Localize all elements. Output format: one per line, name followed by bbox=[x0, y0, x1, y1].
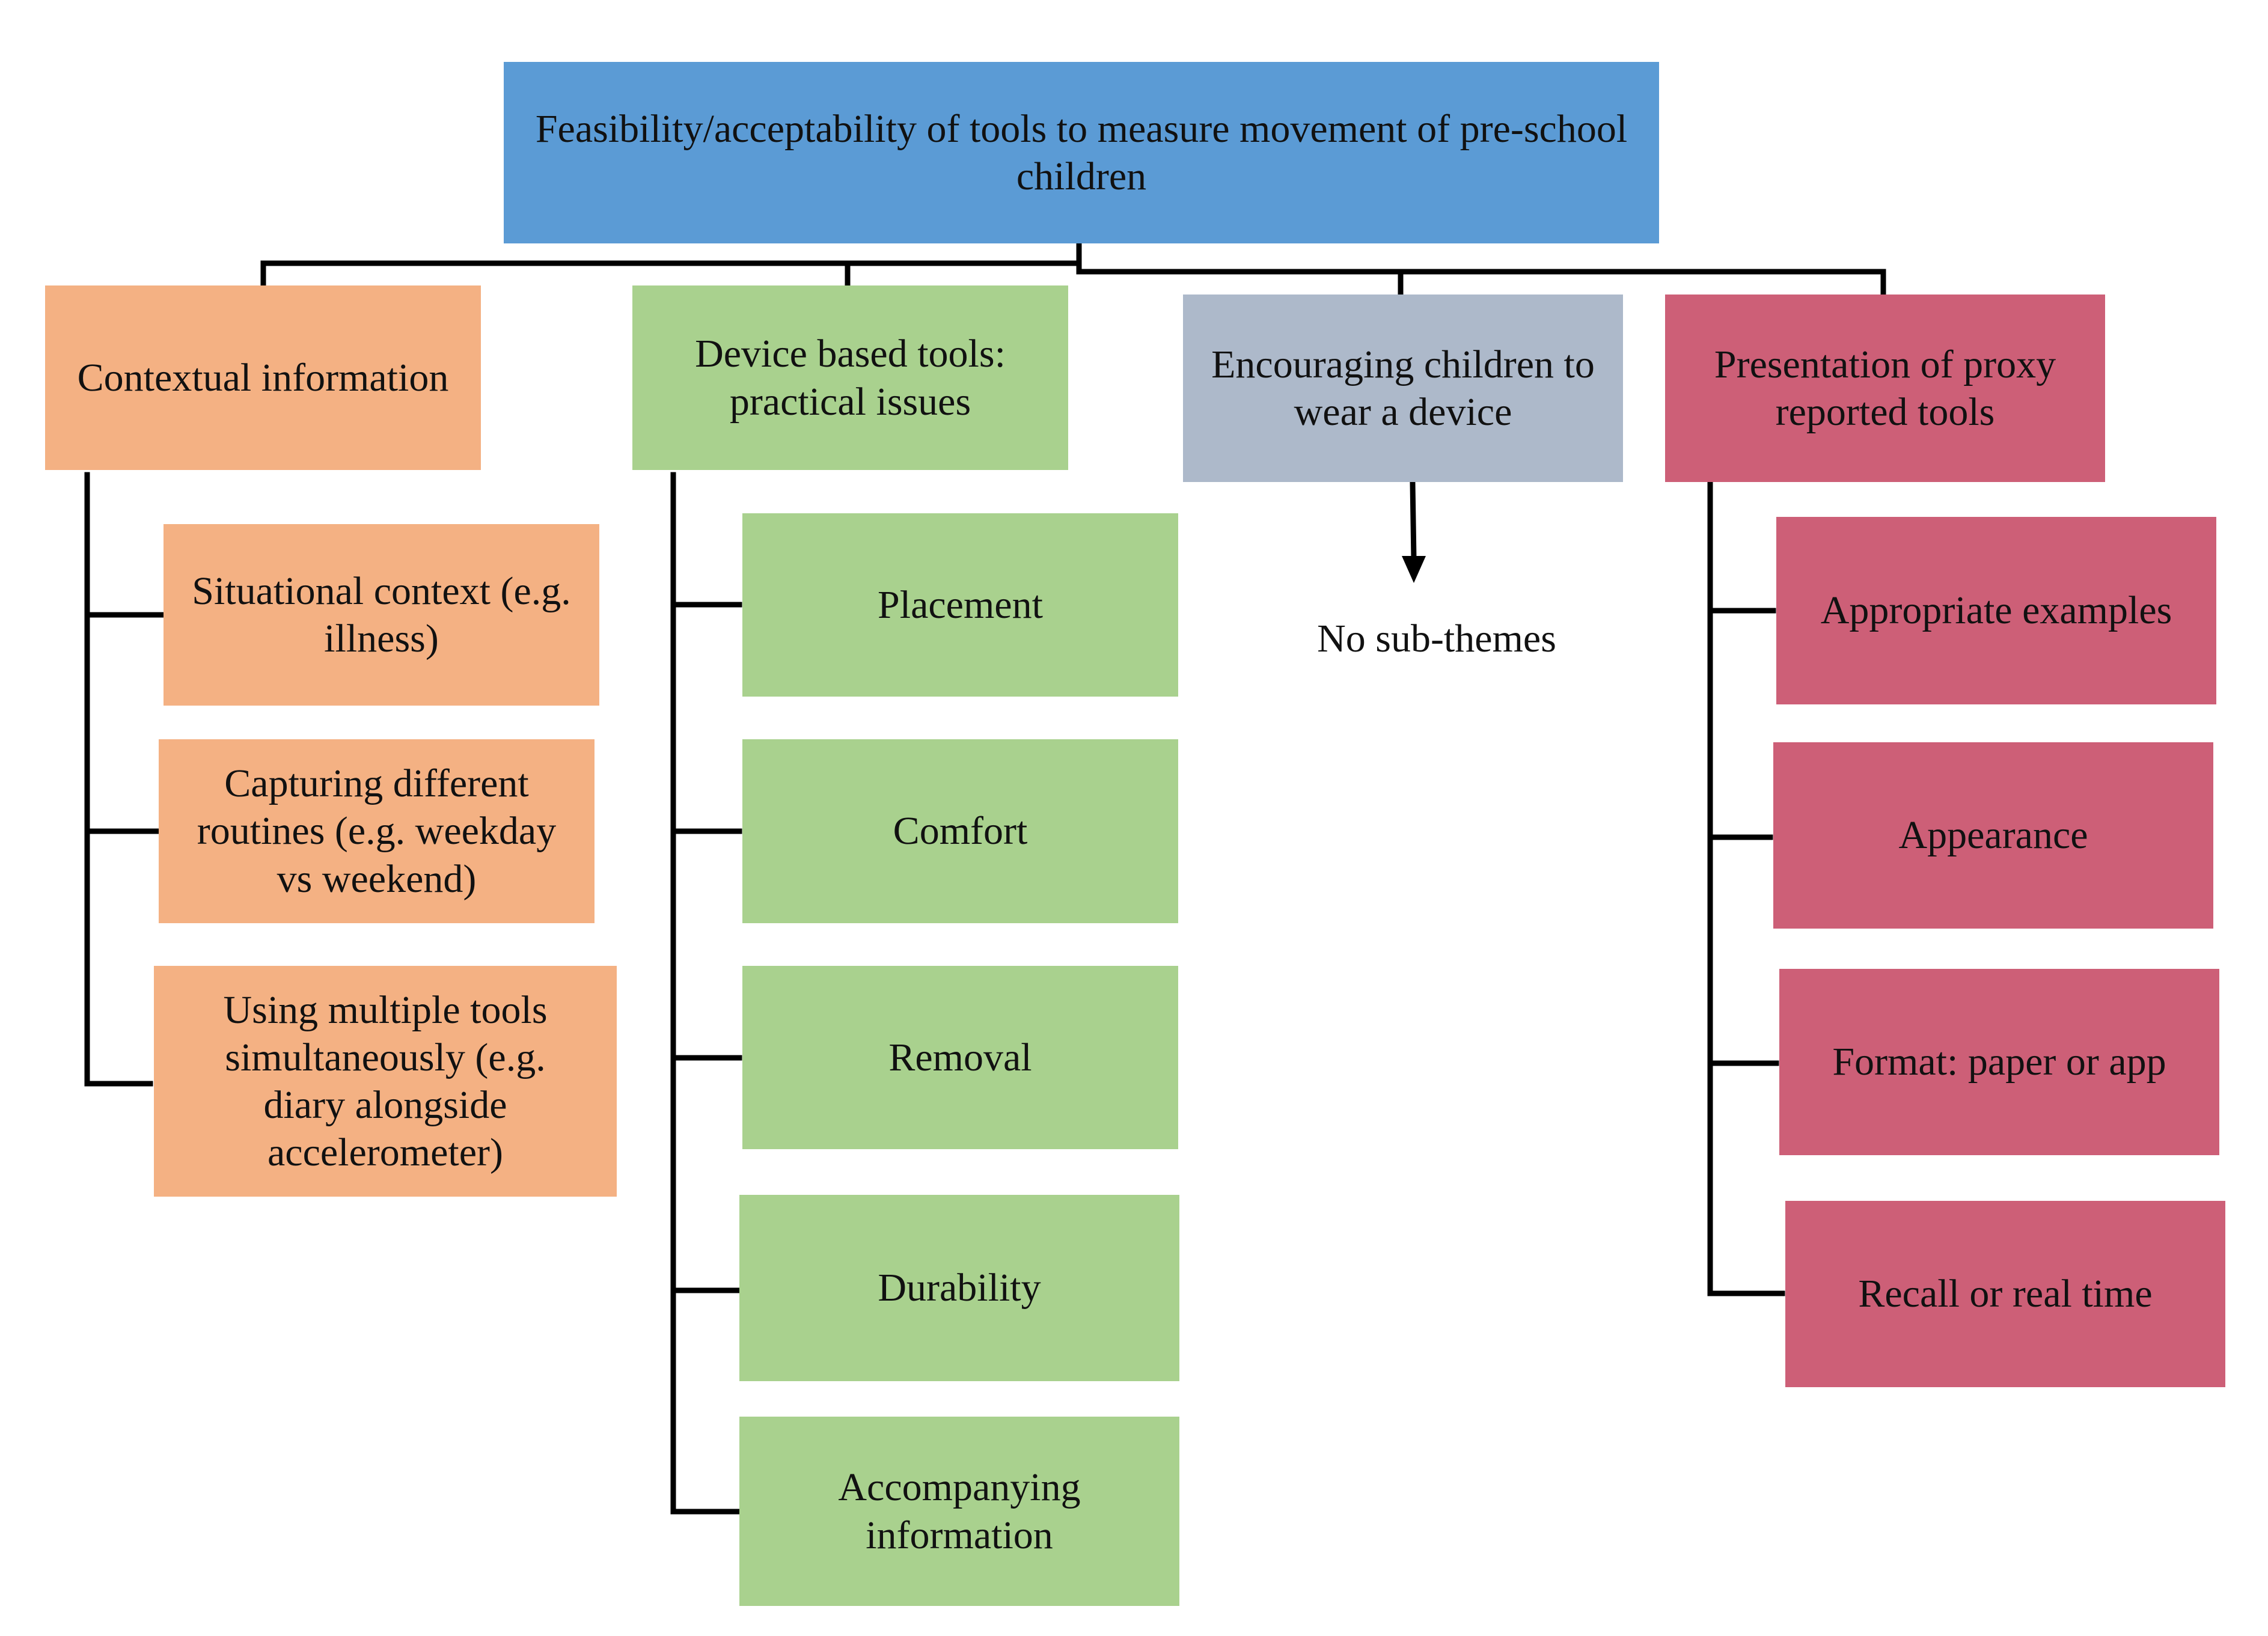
theme-presentation-label: Presentation of proxy reported tools bbox=[1714, 342, 2056, 434]
subtheme-accompanying-information: Accompanying information bbox=[739, 1417, 1179, 1606]
theme-presentation-box: Presentation of proxy reported tools bbox=[1665, 295, 2105, 482]
theme-device-box: Device based tools: practical issues bbox=[632, 285, 1068, 470]
subtheme-comfort: Comfort bbox=[742, 739, 1178, 923]
subtheme-placement: Placement bbox=[742, 513, 1178, 697]
theme-encouraging-box: Encouraging children to wear a device bbox=[1183, 295, 1623, 482]
theme-contextual-label: Contextual information bbox=[77, 355, 449, 400]
subtheme-capturing-routines: Capturing different routines (e.g. weekd… bbox=[159, 739, 595, 923]
root-theme-box: Feasibility/acceptability of tools to me… bbox=[504, 62, 1659, 243]
subtheme-removal: Removal bbox=[742, 966, 1178, 1149]
root-theme-label: Feasibility/acceptability of tools to me… bbox=[535, 106, 1628, 198]
no-subthemes-note: No sub-themes bbox=[1317, 617, 1556, 661]
subtheme-format: Format: paper or app bbox=[1779, 969, 2219, 1155]
subtheme-appropriate-examples: Appropriate examples bbox=[1776, 517, 2216, 704]
subtheme-multiple-tools: Using multiple tools simultaneously (e.g… bbox=[154, 966, 617, 1197]
theme-device-label: Device based tools: practical issues bbox=[695, 332, 1006, 424]
theme-encouraging-label: Encouraging children to wear a device bbox=[1211, 342, 1595, 434]
subtheme-appearance: Appearance bbox=[1773, 742, 2213, 929]
subtheme-situational-context: Situational context (e.g. illness) bbox=[164, 524, 599, 706]
subtheme-recall-or-real-time: Recall or real time bbox=[1785, 1201, 2225, 1387]
theme-contextual-box: Contextual information bbox=[45, 285, 481, 470]
subtheme-durability: Durability bbox=[739, 1195, 1179, 1381]
